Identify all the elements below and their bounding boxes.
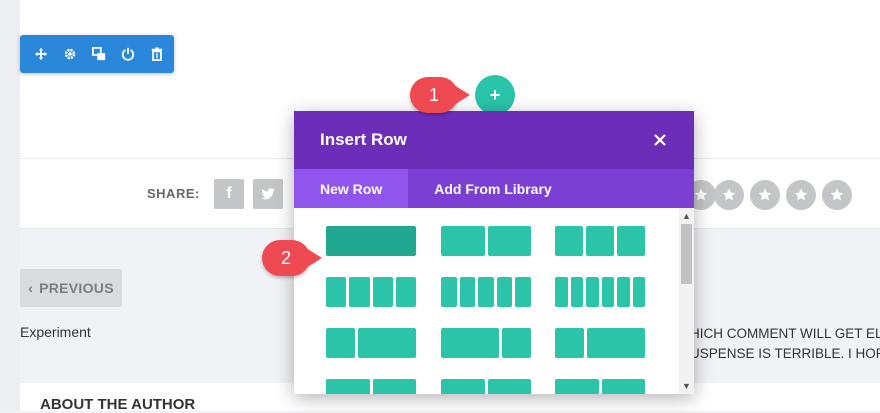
facebook-share-button[interactable]: f [214, 179, 244, 209]
layout-column [601, 379, 645, 394]
rating-star-4[interactable] [786, 180, 816, 210]
layout-column [586, 277, 599, 307]
modal-title: Insert Row [320, 130, 407, 149]
chevron-left-icon: ‹ [28, 280, 34, 296]
comment-line-1: HICH COMMENT WILL GET EL [690, 326, 880, 341]
layout-column [459, 277, 476, 307]
twitter-icon [261, 188, 275, 200]
scroll-up-arrow-icon[interactable]: ▲ [682, 211, 691, 221]
layout-column [515, 277, 531, 307]
layout-column [601, 277, 614, 307]
close-icon[interactable] [652, 132, 668, 148]
row-layout-option[interactable] [326, 277, 416, 307]
layout-column [570, 277, 583, 307]
layout-column [555, 379, 599, 394]
previous-post-title[interactable]: Experiment [20, 324, 91, 340]
layout-column [441, 328, 499, 358]
layout-column [395, 277, 416, 307]
move-icon[interactable] [32, 46, 49, 63]
layout-grid: ▲ ▼ [294, 208, 694, 394]
previous-label: PREVIOUS [39, 280, 114, 296]
comment-line-2: USPENSE IS TERRIBLE. I HOPE [690, 346, 880, 361]
row-layout-option[interactable] [441, 226, 531, 256]
power-icon[interactable] [119, 46, 136, 63]
layout-column [441, 277, 457, 307]
layout-column [487, 379, 531, 394]
layout-column [587, 328, 645, 358]
row-layout-option[interactable] [555, 379, 645, 394]
gear-icon[interactable] [61, 46, 78, 63]
section-toolbar [20, 35, 174, 73]
layout-column [372, 379, 416, 394]
row-layout-option[interactable] [326, 328, 416, 358]
row-layout-option[interactable] [326, 226, 416, 256]
row-layout-option[interactable] [441, 379, 531, 394]
layout-column [478, 277, 494, 307]
row-layout-option[interactable] [555, 226, 645, 256]
layout-column [326, 379, 370, 394]
twitter-share-button[interactable] [253, 179, 283, 209]
plus-icon: + [489, 84, 501, 105]
add-row-button[interactable]: + [475, 75, 515, 115]
layout-column [555, 328, 584, 358]
layout-column [326, 277, 347, 307]
comment-text: HICH COMMENT WILL GET EL USPENSE IS TERR… [690, 324, 880, 364]
callout-badge-2: 2 [262, 240, 310, 276]
author-title: ABOUT THE AUTHOR [40, 396, 196, 413]
layout-column [617, 277, 630, 307]
previous-post-button[interactable]: ‹ PREVIOUS [20, 269, 122, 307]
layout-column [632, 277, 645, 307]
layout-column [358, 328, 416, 358]
row-layout-option[interactable] [555, 277, 645, 307]
tab-add-from-library[interactable]: Add From Library [434, 180, 552, 197]
rating-star-3[interactable] [750, 180, 780, 210]
page-left-margin [0, 0, 20, 411]
scroll-thumb[interactable] [681, 224, 692, 284]
rating-star-5[interactable] [822, 180, 852, 210]
layout-column [326, 226, 416, 256]
tab-new-row[interactable]: New Row [294, 169, 409, 208]
layout-column [617, 226, 645, 256]
row-layout-option[interactable] [555, 328, 645, 358]
layout-column [441, 226, 485, 256]
callout-badge-1: 1 [410, 77, 458, 113]
layout-column [326, 328, 355, 358]
layout-column [555, 277, 568, 307]
modal-tabs: New Row Add From Library [294, 169, 694, 208]
row-layout-option[interactable] [441, 277, 531, 307]
layout-column [349, 277, 370, 307]
duplicate-icon[interactable] [90, 46, 107, 63]
row-layout-option[interactable] [441, 328, 531, 358]
insert-row-modal: Insert Row New Row Add From Library ▲ ▼ [294, 111, 694, 394]
layout-column [487, 226, 531, 256]
layout-column [496, 277, 513, 307]
layout-column [372, 277, 393, 307]
rating-star-2[interactable] [714, 180, 744, 210]
layout-column [502, 328, 531, 358]
modal-header: Insert Row [294, 111, 694, 169]
share-label: SHARE: [147, 186, 200, 201]
layout-column [555, 226, 583, 256]
layout-column [586, 226, 614, 256]
scrollbar[interactable]: ▲ ▼ [679, 208, 694, 394]
facebook-icon: f [226, 185, 232, 202]
scroll-down-arrow-icon[interactable]: ▼ [682, 381, 691, 391]
row-layout-option[interactable] [326, 379, 416, 394]
layout-column [441, 379, 485, 394]
trash-icon[interactable] [148, 46, 165, 63]
